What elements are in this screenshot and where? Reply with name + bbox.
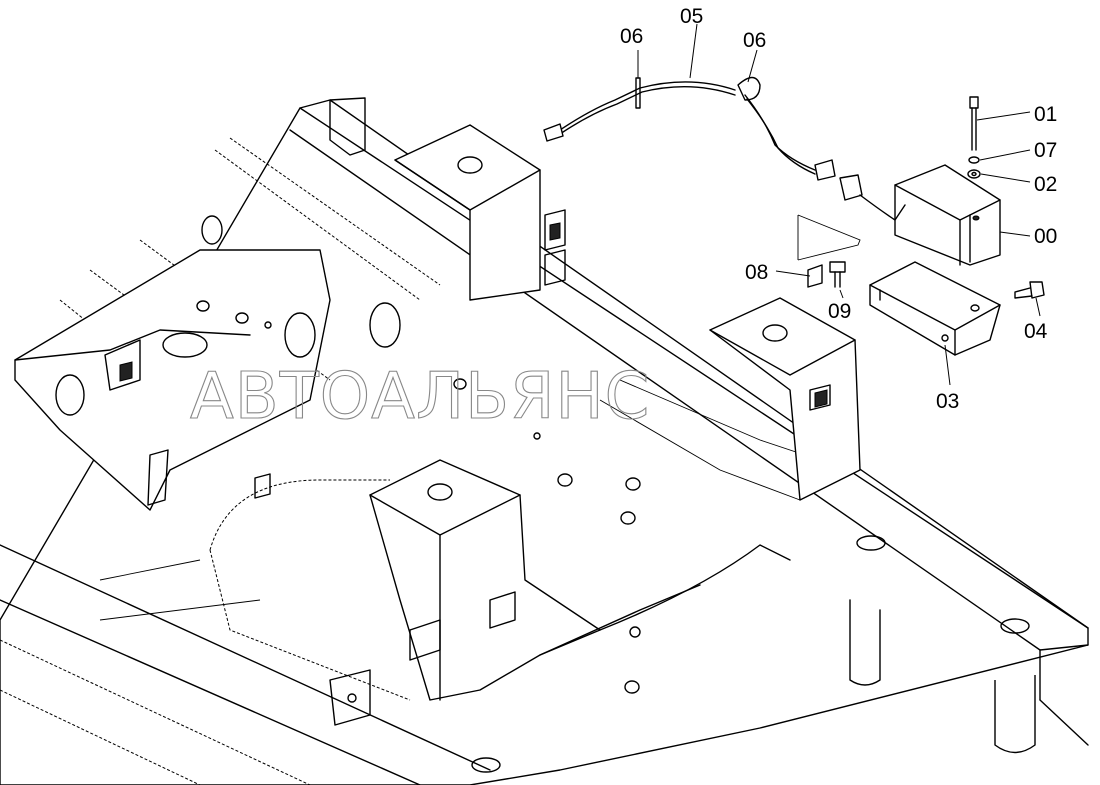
side-bolt [1014,281,1045,299]
callout-05: 05 [680,5,703,28]
callout-07: 07 [1034,139,1057,162]
callout-08: 08 [745,261,768,284]
support-posts [849,599,1089,754]
callout-01: 01 [1034,103,1057,126]
long-bolt [967,96,981,179]
leader-lines [637,23,1041,386]
rail-bushings [254,378,641,726]
callout-03: 03 [936,390,959,413]
callout-02: 02 [1034,173,1057,196]
frame-cross-rail [14,97,441,511]
center-bracket-lower [369,459,601,701]
control-box [894,164,1001,266]
wire-harness [543,76,906,221]
center-bracket-upper [394,124,566,301]
callout-06-left: 06 [620,25,643,48]
clip-and-screw [807,261,846,288]
callout-04: 04 [1024,320,1048,343]
callout-06-right: 06 [743,29,766,52]
mounting-bracket [869,261,1001,356]
plate-outline [797,214,861,261]
watermark-text: АВТОАЛЬЯНС [190,360,650,434]
callout-00: 00 [1034,225,1057,248]
callout-09: 09 [828,300,851,323]
right-bracket [709,297,861,501]
callout-labels: 06 05 06 01 07 02 00 08 09 04 03 [620,5,1057,413]
